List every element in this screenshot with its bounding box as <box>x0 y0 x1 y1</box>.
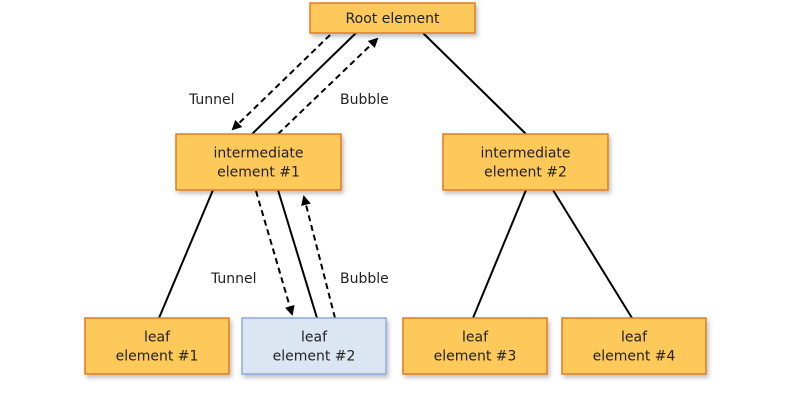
leaf2-label-line-2: element #2 <box>273 349 356 365</box>
intermediate1-label-line-1: intermediate <box>213 146 303 162</box>
edge-intermediate1-leaf2 <box>277 189 318 319</box>
tree-edges <box>158 32 633 319</box>
leaf3-label-line-1: leaf <box>462 330 489 346</box>
bubble-arrow-lower <box>301 195 336 319</box>
leaf2-label-line-1: leaf <box>301 330 328 346</box>
leaf1-box <box>84 317 230 375</box>
intermediate2-label-line-1: intermediate <box>480 146 570 162</box>
node-leaf3: leaf element #3 <box>402 317 548 375</box>
bubble-label-upper: Bubble <box>340 92 389 108</box>
edge-root-intermediate1 <box>251 32 357 135</box>
root-label-line-1: Root element <box>346 11 440 27</box>
upper-routes: Tunnel Bubble <box>188 34 389 135</box>
lower-routes: Tunnel Bubble <box>210 190 389 319</box>
tunnel-label-lower: Tunnel <box>210 271 257 287</box>
leaf2-box <box>241 317 387 375</box>
bubble-label-lower: Bubble <box>340 271 389 287</box>
intermediate2-box <box>442 133 609 191</box>
root-box <box>309 2 476 34</box>
intermediate1-label-line-2: element #1 <box>217 165 300 181</box>
tunnel-label-upper: Tunnel <box>188 92 235 108</box>
leaf1-label-line-1: leaf <box>144 330 171 346</box>
leaf3-box <box>402 317 548 375</box>
node-intermediate1: intermediate element #1 <box>175 133 342 191</box>
leaf4-label-line-1: leaf <box>621 330 648 346</box>
edge-intermediate2-leaf4 <box>552 189 633 319</box>
node-root: Root element <box>309 2 476 34</box>
edge-intermediate2-leaf3 <box>472 189 527 319</box>
leaf4-box <box>561 317 707 375</box>
intermediate2-label-line-2: element #2 <box>484 165 567 181</box>
node-leaf4: leaf element #4 <box>561 317 707 375</box>
node-leaf1: leaf element #1 <box>84 317 230 375</box>
bubble-arrow-upper <box>277 37 379 135</box>
edge-intermediate1-leaf1 <box>158 189 214 319</box>
edge-root-intermediate2 <box>422 32 527 135</box>
leaf1-label-line-2: element #1 <box>116 349 199 365</box>
tunnel-arrow-upper <box>231 34 331 131</box>
leaf4-label-line-2: element #4 <box>593 349 676 365</box>
leaf3-label-line-2: element #3 <box>434 349 517 365</box>
tunnel-arrow-lower <box>255 190 295 316</box>
intermediate1-box <box>175 133 342 191</box>
node-intermediate2: intermediate element #2 <box>442 133 609 191</box>
node-leaf2: leaf element #2 <box>241 317 387 375</box>
